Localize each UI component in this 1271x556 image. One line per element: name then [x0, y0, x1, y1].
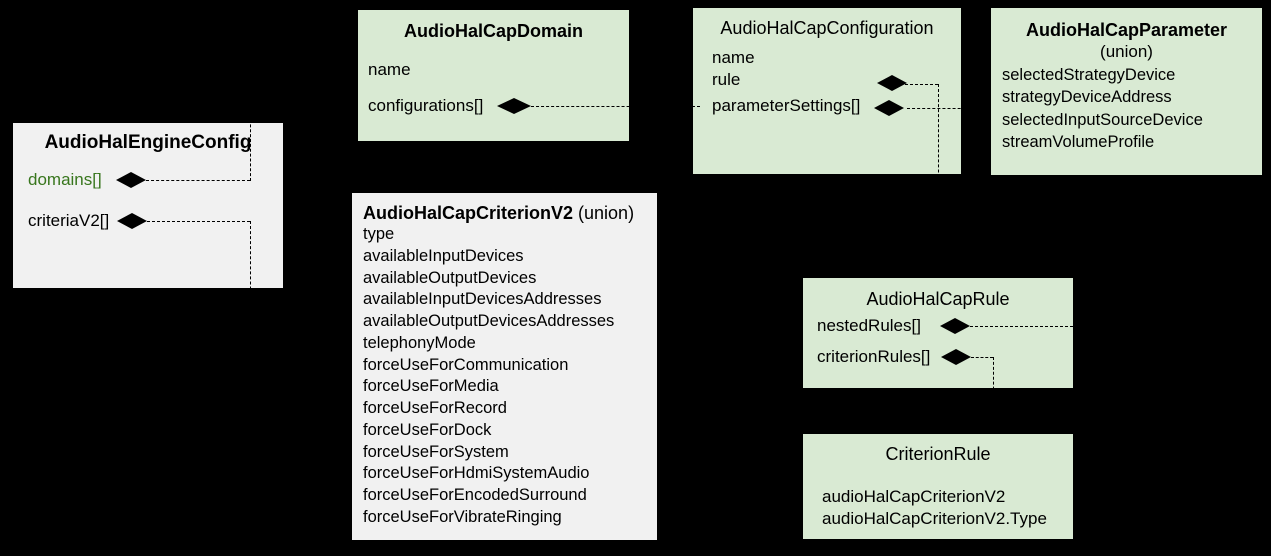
field-force-use-for-vibrate-ringing: forceUseForVibrateRinging: [363, 507, 562, 526]
field-selected-input-source-device: selectedInputSourceDevice: [1002, 110, 1203, 129]
field-rule: rule: [712, 70, 741, 89]
field-force-use-for-media: forceUseForMedia: [363, 377, 499, 396]
connector-criteria-v2-h2: [250, 360, 352, 361]
class-title: CriterionRule: [885, 444, 991, 464]
field-name: name: [368, 60, 411, 79]
class-subtitle: (union): [573, 203, 635, 223]
class-box-criterion-rule: CriterionRule audioHalCapCriterionV2 aud…: [803, 434, 1073, 539]
connector-criteria-v2-v: [250, 221, 251, 360]
field-criterion-rules: criterionRules[]: [817, 347, 931, 366]
field-available-input-devices-addresses: availableInputDevicesAddresses: [363, 290, 602, 309]
composition-diamond-icon: [117, 213, 147, 229]
field-force-use-for-encoded-surround: forceUseForEncodedSurround: [363, 486, 587, 504]
connector-domains-v: [250, 100, 251, 181]
connector-rule-h: [905, 84, 938, 85]
class-title: AudioHalCapConfiguration: [720, 18, 934, 38]
connector-rule-v: [938, 84, 939, 278]
field-configurations: configurations[]: [368, 96, 484, 115]
class-title: AudioHalEngineConfig: [44, 132, 252, 153]
field-force-use-for-system: forceUseForSystem: [363, 442, 509, 461]
field-stream-volume-profile: streamVolumeProfile: [1002, 132, 1155, 151]
field-force-use-for-hdmi-system-audio: forceUseForHdmiSystemAudio: [363, 464, 590, 483]
class-title: AudioHalCapParameter: [1025, 20, 1228, 40]
field-domains: domains[]: [28, 170, 102, 189]
class-box-audio-hal-cap-parameter: AudioHalCapParameter (union) selectedStr…: [991, 8, 1262, 175]
field-list: selectedStrategyDevice strategyDeviceAdd…: [1002, 64, 1203, 153]
composition-diamond-icon: [941, 349, 971, 365]
class-box-audio-hal-cap-configuration: AudioHalCapConfiguration name rule param…: [693, 8, 961, 174]
field-list: audioHalCapCriterionV2 audioHalCapCriter…: [822, 486, 1047, 530]
class-box-audio-hal-cap-criterion-v2: AudioHalCapCriterionV2 (union) type avai…: [352, 193, 657, 540]
field-available-output-devices-addresses: availableOutputDevicesAddresses: [363, 312, 615, 330]
field-telephony-mode: telephonyMode: [363, 333, 476, 352]
composition-diamond-icon: [874, 100, 904, 116]
class-title: AudioHalCapCriterionV2: [363, 203, 574, 223]
connector-criterion-rules-h: [971, 357, 993, 358]
class-box-audio-hal-cap-domain: AudioHalCapDomain name configurations[]: [358, 10, 629, 141]
field-strategy-device-address: strategyDeviceAddress: [1002, 88, 1172, 107]
class-title: AudioHalCapRule: [866, 289, 1010, 309]
connector-criterion-rules-v: [993, 357, 994, 434]
composition-diamond-icon: [940, 318, 970, 334]
field-force-use-for-communication: forceUseForCommunication: [363, 355, 569, 374]
field-audio-hal-cap-criterion-v2: audioHalCapCriterionV2: [822, 487, 1006, 506]
field-parameter-settings: parameterSettings[]: [712, 96, 861, 115]
field-available-output-devices: availableOutputDevices: [363, 268, 537, 287]
field-type: type: [363, 225, 395, 243]
field-available-input-devices: availableInputDevices: [363, 246, 524, 265]
connector-configurations-h: [531, 106, 700, 107]
field-selected-strategy-device: selectedStrategyDevice: [1002, 66, 1176, 84]
field-nested-rules: nestedRules[]: [817, 316, 921, 335]
field-criteria-v2: criteriaV2[]: [28, 211, 110, 230]
class-subtitle: (union): [1100, 42, 1153, 61]
connector-parameter-settings-h: [907, 108, 991, 109]
composition-diamond-icon: [497, 98, 531, 114]
class-box-audio-hal-engine-config: AudioHalEngineConfig domains[] criteriaV…: [13, 123, 283, 288]
class-box-audio-hal-cap-rule: AudioHalCapRule nestedRules[] criterionR…: [803, 278, 1073, 388]
connector-domains-h: [146, 180, 250, 181]
field-force-use-for-record: forceUseForRecord: [363, 399, 507, 417]
composition-diamond-icon: [116, 172, 146, 188]
connector-criteria-v2-h: [147, 221, 250, 222]
field-force-use-for-dock: forceUseForDock: [363, 420, 492, 439]
composition-diamond-icon: [877, 75, 907, 91]
class-title-row: AudioHalCapCriterionV2 (union): [363, 202, 634, 224]
connector-nested-rules-h: [970, 326, 1073, 327]
field-name: name: [712, 48, 755, 67]
field-list: type availableInputDevices availableOutp…: [363, 224, 614, 529]
field-audio-hal-cap-criterion-v2-type: audioHalCapCriterionV2.Type: [822, 509, 1047, 528]
class-title: AudioHalCapDomain: [403, 21, 583, 41]
